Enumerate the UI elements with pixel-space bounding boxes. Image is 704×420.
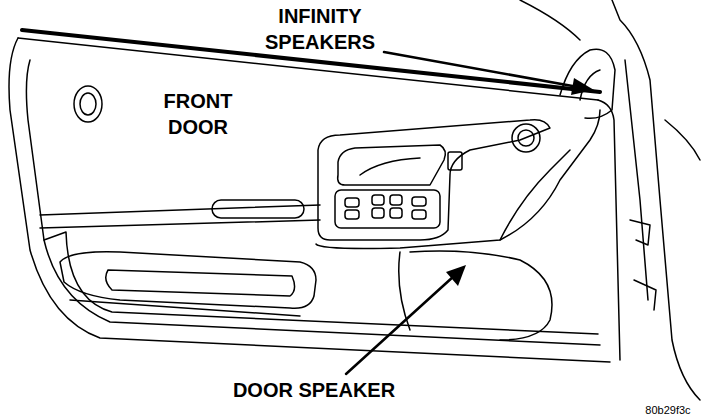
part-label: FRONT DOOR	[153, 88, 243, 140]
part-label: INFINITY SPEAKERS	[255, 3, 385, 55]
part-label: DOOR SPEAKER	[194, 377, 434, 403]
figure-code: 80b29f3c	[635, 404, 701, 417]
